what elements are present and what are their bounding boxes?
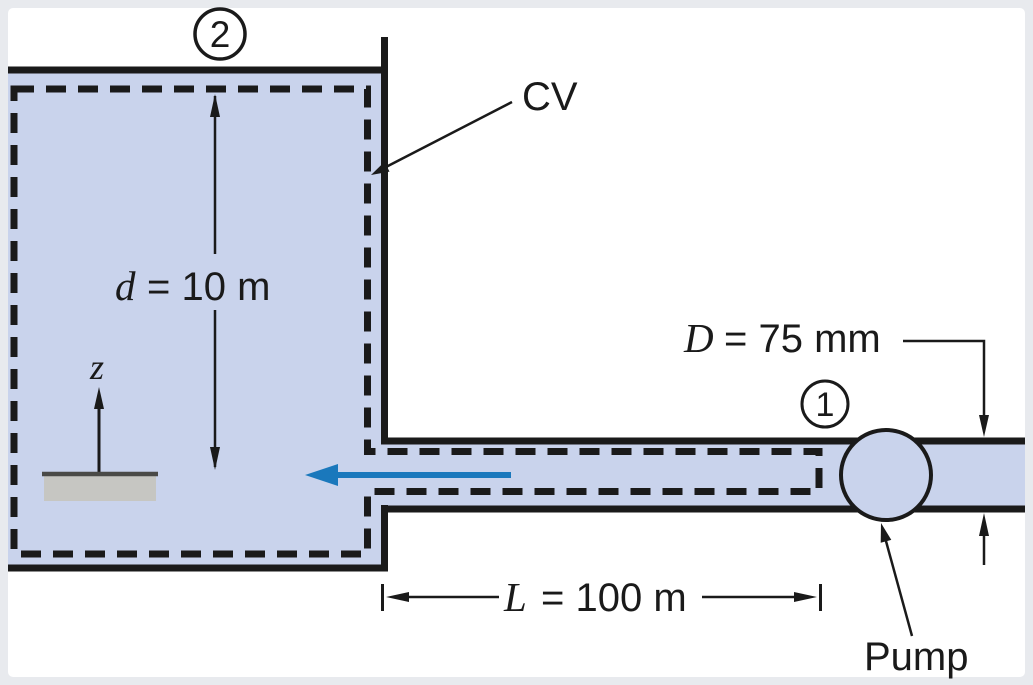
length-right-arrowhead — [794, 592, 817, 602]
station-1-circle — [800, 379, 850, 429]
length-left-arrowhead — [386, 592, 409, 602]
length-symbol-label: L — [503, 574, 527, 620]
z-axis-label: z — [89, 347, 104, 387]
datum-base — [44, 475, 156, 501]
flow-arrowhead — [305, 464, 338, 486]
diameter-leader-line — [903, 339, 986, 415]
depth-symbol-label: d — [115, 263, 136, 309]
diameter-dimension: D = 75 mm — [683, 315, 989, 565]
length-value-label: = 100 m — [541, 576, 687, 620]
station-2-circle — [193, 7, 247, 61]
pump-leader-line — [883, 535, 914, 637]
diameter-value-label: = 75 mm — [724, 317, 881, 361]
pump-label-group: Pump — [864, 523, 969, 679]
z-axis-arrowhead — [94, 387, 104, 409]
pump-circle — [839, 428, 933, 522]
flow-arrow — [305, 464, 511, 486]
station-2-marker: 2 — [193, 7, 247, 61]
diameter-up-arrowhead — [979, 513, 989, 536]
cv-label: CV — [522, 75, 578, 119]
station-2-label: 2 — [210, 14, 231, 55]
length-dimension: L = 100 m — [381, 574, 822, 620]
depth-value-label: = 10 m — [147, 265, 270, 309]
cv-label-group: CV — [371, 75, 578, 175]
depth-dim-down-arrowhead — [210, 447, 220, 470]
pump-leader-arrowhead — [880, 523, 892, 543]
control-volume-boundary — [10, 85, 823, 558]
station-1-marker: 1 — [800, 379, 850, 429]
pump-label: Pump — [864, 635, 969, 679]
station-1-label: 1 — [816, 386, 835, 424]
depth-dim-up-arrowhead — [210, 94, 220, 117]
z-axis: z — [42, 347, 158, 501]
cv-leader-arrowhead — [371, 161, 390, 175]
depth-dimension: d = 10 m — [115, 94, 270, 470]
cv-leader-line — [384, 100, 513, 169]
diameter-symbol-label: D — [683, 315, 714, 361]
diameter-down-arrowhead — [979, 415, 989, 437]
